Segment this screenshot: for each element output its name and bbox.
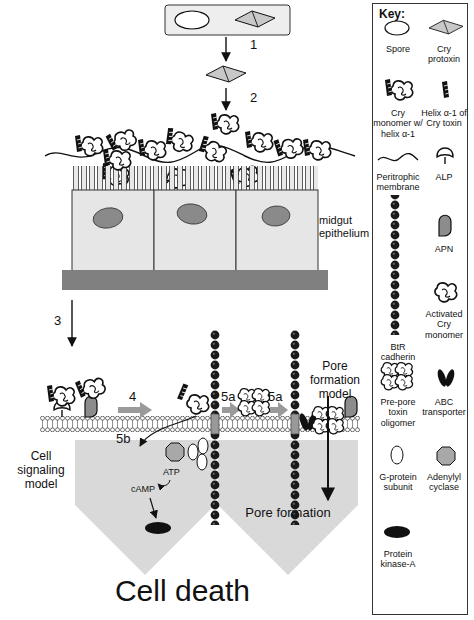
cry-monomer — [47, 385, 75, 406]
peritrophic-membrane — [45, 145, 355, 162]
molecule-label: ATP — [163, 467, 180, 477]
legend-text: Peritrophic membrane — [373, 172, 423, 193]
spore-crystal-box — [165, 5, 290, 35]
abc-transporter — [298, 412, 318, 431]
step-arrow — [71, 300, 72, 346]
cry-monomer — [103, 149, 131, 170]
signal-arrow — [150, 498, 156, 518]
node-text: Pore formation — [218, 506, 358, 521]
legend-text: BtR cadherin — [373, 342, 423, 363]
helix — [175, 383, 190, 401]
legend-text: Adenylyl cyclase — [420, 472, 468, 493]
alp-receptor — [54, 401, 70, 417]
step-arrow — [225, 88, 226, 110]
callout-number: 1 — [250, 38, 257, 53]
outcome-label: Cell death — [0, 574, 365, 609]
protein-kinase-a — [145, 522, 171, 534]
legend-text: Helix α-1 of Cry toxin — [420, 108, 468, 129]
pore-oligomer — [312, 407, 343, 434]
signal-arrow — [158, 480, 170, 486]
cry-monomer — [195, 135, 229, 166]
legend-text: Pre-pore toxin oligomer — [373, 397, 423, 428]
step-arrow — [270, 402, 288, 418]
callout-number: 5b — [116, 432, 130, 447]
callout-number: 5a — [268, 390, 282, 405]
legend-text: Protein kinase-A — [373, 549, 423, 570]
legend-text: Cry monomer w/ helix α-1 — [373, 108, 423, 139]
legend-text: ALP — [420, 172, 468, 182]
model-label: Cell signaling model — [8, 450, 74, 491]
step-arrow — [225, 37, 226, 61]
molecule-label: cAMP — [131, 484, 155, 494]
legend-text: Activated Cry monomer — [420, 309, 468, 340]
key-box: Key: SporeCry protoxinCry monomer w/ heli… — [372, 3, 468, 615]
legend-text: Spore — [373, 44, 423, 54]
legend-text: ABC transporter — [420, 397, 468, 418]
cry-monomer — [75, 375, 107, 402]
legend-text: G-protein subunit — [373, 472, 423, 493]
callout-number: 2 — [250, 91, 257, 106]
pore-formation-arrow: Pore formation — [218, 440, 358, 575]
apn-receptor — [85, 396, 97, 417]
step-arrow — [222, 402, 240, 418]
callout-number: 4 — [129, 390, 136, 405]
prepore-oligomer — [238, 389, 269, 416]
step-arrow — [118, 402, 152, 418]
cry-protoxin — [206, 66, 246, 82]
signal-arrow — [140, 416, 196, 446]
key-symbols — [378, 20, 463, 538]
signaling-arrow — [75, 440, 215, 575]
callout-number: 3 — [54, 314, 61, 329]
activated-monomer — [187, 395, 209, 414]
cry-monomers — [75, 126, 331, 190]
adenylyl-cyclase — [166, 443, 184, 461]
model-label: Pore formation model — [302, 360, 368, 401]
cry-monomer — [211, 113, 239, 134]
legend-text: APN — [420, 244, 468, 254]
midgut-epithelium — [62, 166, 328, 290]
arrow-shape — [218, 440, 358, 575]
tissue-label: midgut epithelium — [319, 214, 371, 239]
g-protein — [188, 438, 208, 470]
node-text: Key: — [379, 8, 405, 22]
callout-number: 5a — [221, 390, 235, 405]
cell-membrane — [40, 416, 360, 432]
legend-text: Cry protoxin — [420, 44, 468, 65]
